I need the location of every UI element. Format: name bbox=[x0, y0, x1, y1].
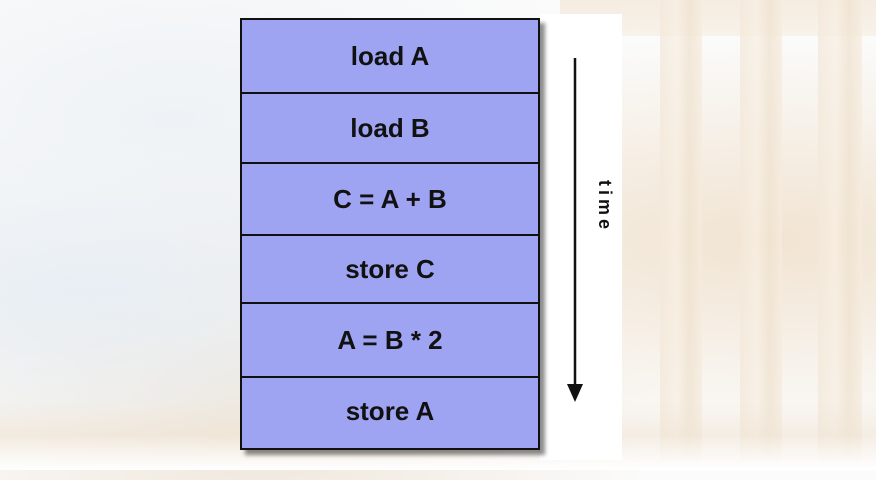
temple-column bbox=[660, 0, 702, 460]
time-axis-label: time bbox=[590, 180, 620, 233]
instruction-stack: load A load B C = A + B store C A = B * … bbox=[240, 18, 540, 450]
temple-column bbox=[818, 0, 862, 460]
time-label-text: time bbox=[595, 180, 615, 233]
temple-column bbox=[740, 0, 782, 460]
instruction-row-load-b: load B bbox=[242, 94, 538, 164]
instruction-row-add: C = A + B bbox=[242, 164, 538, 236]
instruction-row-load-a: load A bbox=[242, 20, 538, 94]
instruction-row-store-c: store C bbox=[242, 236, 538, 304]
instruction-row-multiply: A = B * 2 bbox=[242, 304, 538, 378]
instruction-row-store-a: store A bbox=[242, 378, 538, 444]
time-arrow-icon bbox=[562, 58, 588, 404]
